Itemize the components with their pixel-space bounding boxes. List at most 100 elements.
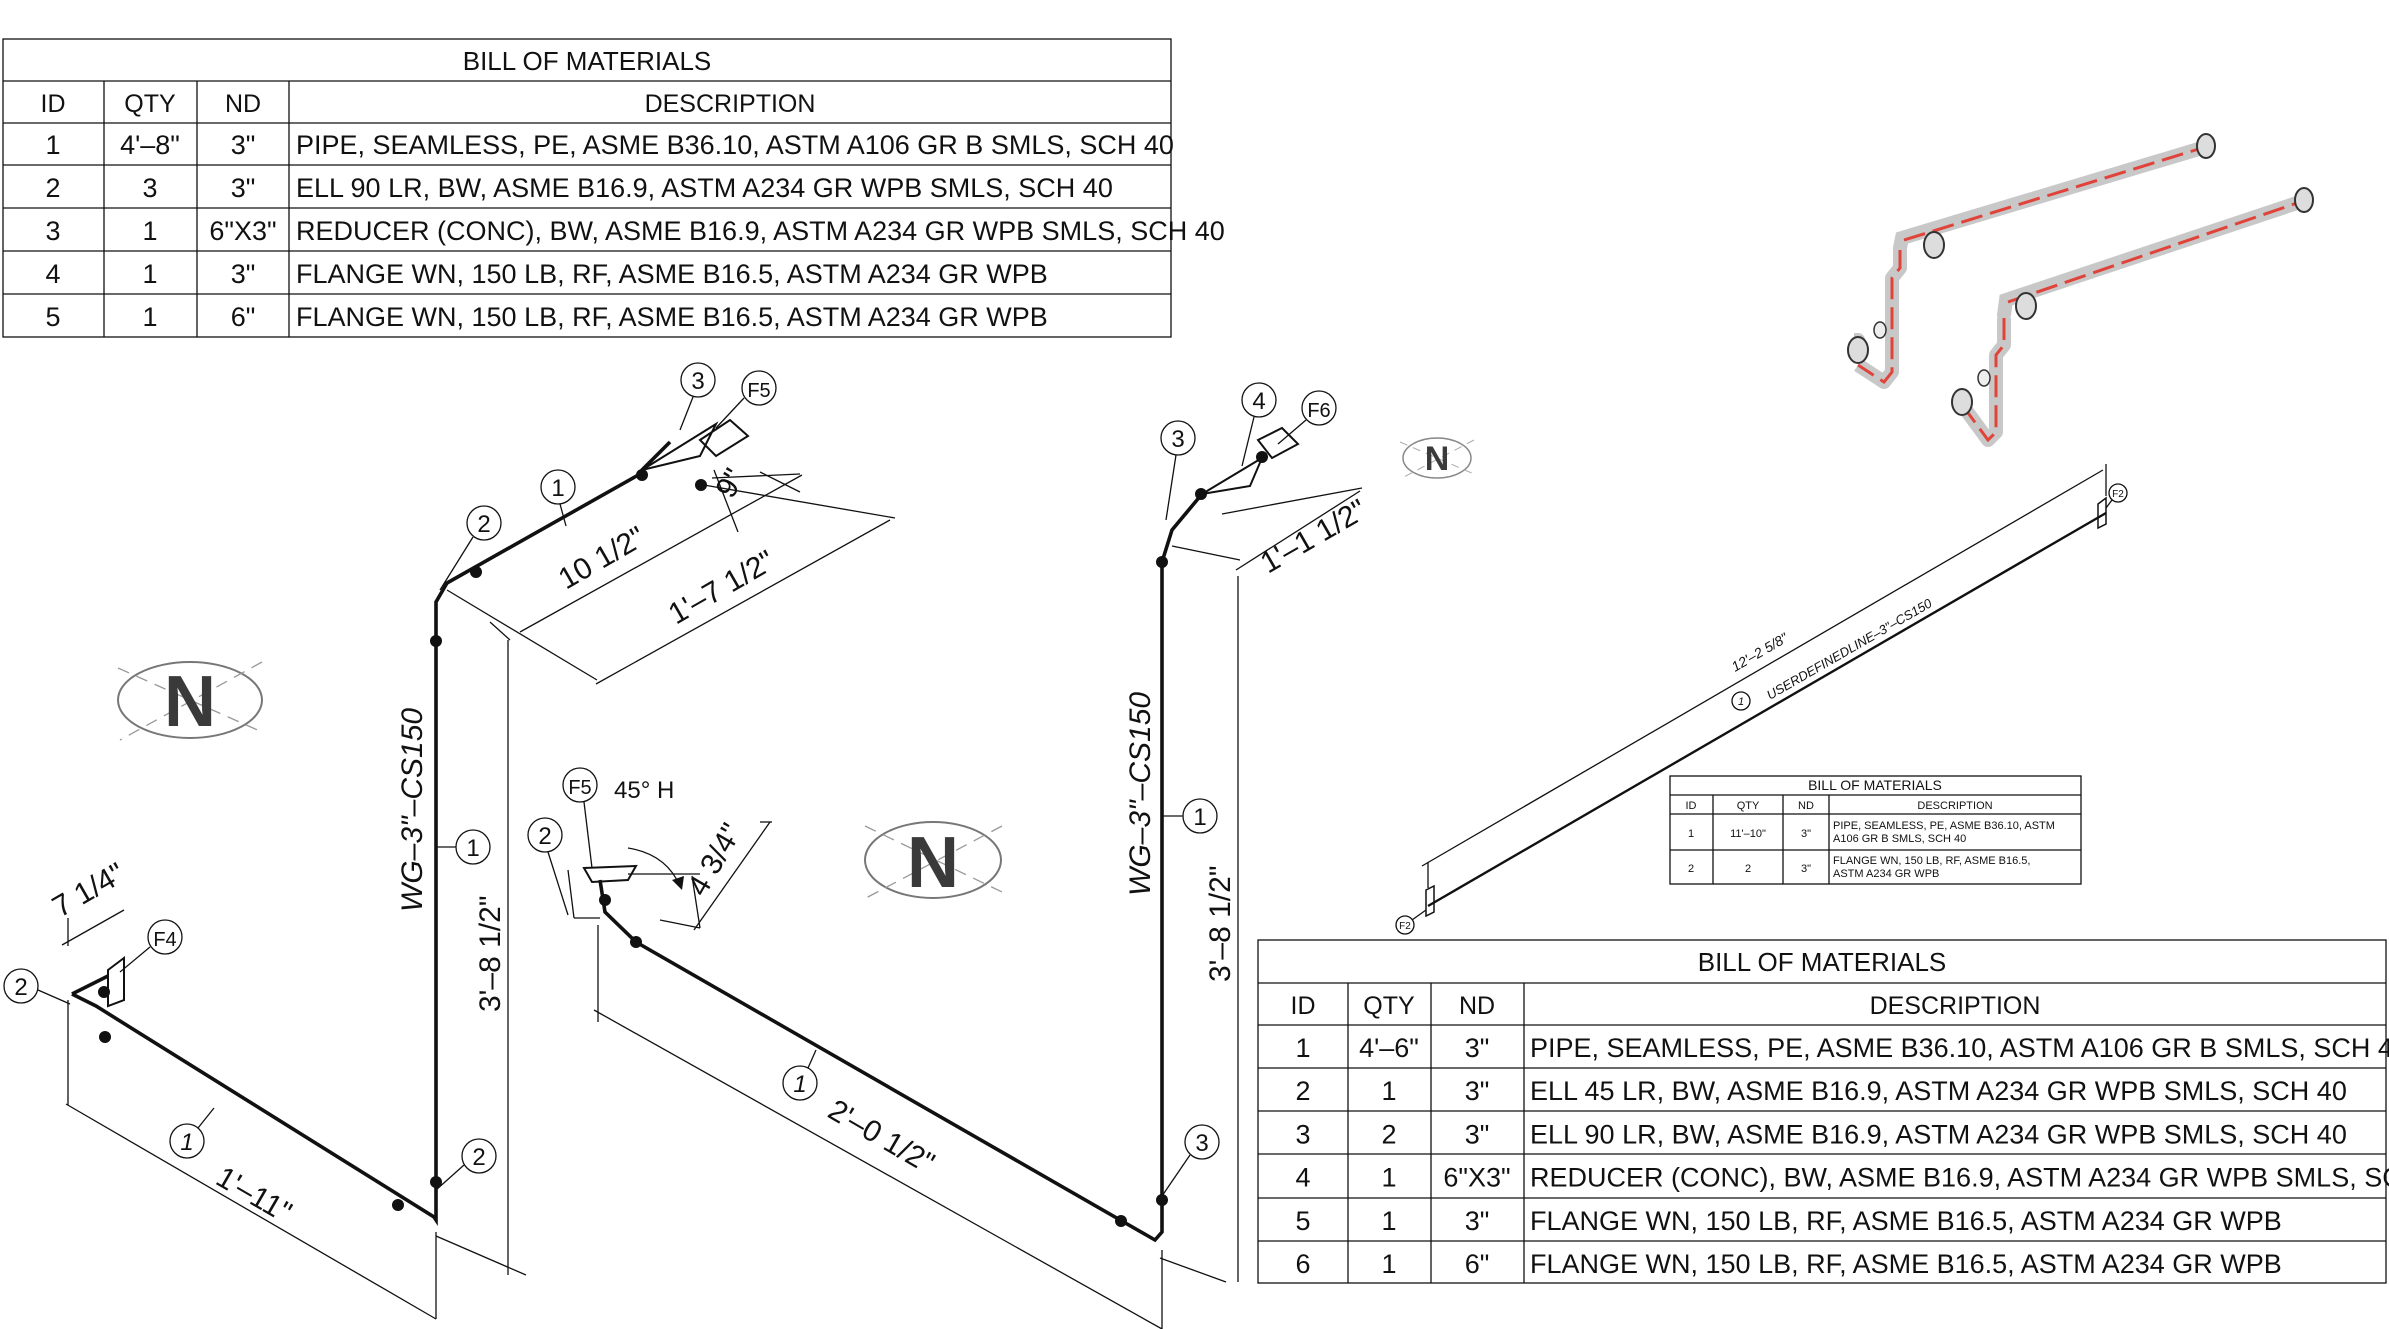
bom-cell-qty: 1: [1381, 1076, 1396, 1106]
bom-cell-id: 5: [1295, 1206, 1310, 1236]
dimension-label: 3'–8 1/2": [1204, 866, 1237, 982]
reducer-f6: [1201, 426, 1300, 495]
line-label: WG–3"–CS150: [1124, 692, 1157, 896]
line-label: USERDEFINEDLINE–3"–CS150: [1764, 595, 1935, 702]
isometric-1: WG–3"–CS150 7 1/4" 1'–11" 3'–8 1/2" 10 1…: [3, 362, 896, 1320]
bom-cell-nd: 6": [231, 302, 256, 332]
bom-right-title: BILL OF MATERIALS: [1698, 947, 1947, 977]
bom-cell-description: ASTM A234 GR WPB: [1833, 868, 1939, 880]
bom-small-header-nd: ND: [1798, 800, 1814, 812]
balloon-number: 2: [538, 823, 551, 850]
bom-left-title: BILL OF MATERIALS: [463, 46, 712, 76]
bom-cell-id: 4: [1295, 1163, 1310, 1193]
balloon-number: 1: [1193, 804, 1206, 831]
bom-right-header-nd: ND: [1459, 992, 1495, 1020]
bom-cell-description: REDUCER (CONC), BW, ASME B16.9, ASTM A23…: [1530, 1163, 2389, 1193]
dimension-label: 9": [709, 463, 751, 503]
bom-cell-nd: 3": [1465, 1033, 1490, 1063]
balloon-number: 1: [1738, 696, 1744, 708]
bom-cell-id: 4: [45, 259, 60, 289]
dimension-label: 10 1/2": [553, 520, 651, 596]
balloon-number: 2: [14, 974, 27, 1001]
balloon-number: 4: [1252, 388, 1265, 415]
balloon-tag: F2: [2112, 489, 2124, 500]
angle-arrow: [672, 876, 684, 890]
pipe-3d-preview: [1847, 133, 2314, 447]
north-arrow-3: N: [1399, 437, 1475, 479]
bom-cell-qty: 2: [1381, 1119, 1396, 1149]
bom-cell-id: 1: [1688, 828, 1694, 840]
balloon-tag: F5: [568, 777, 591, 799]
bom-small: BILL OF MATERIALS ID QTY ND DESCRIPTION …: [1669, 775, 2082, 885]
bom-cell-description: FLANGE WN, 150 LB, RF, ASME B16.5, ASTM …: [1530, 1206, 2282, 1236]
dimension-label: 12'–2 5/8": [1729, 629, 1792, 674]
balloon-number: 1: [180, 1129, 193, 1156]
balloon-number: 2: [472, 1144, 485, 1171]
bom-cell-nd: 3": [1801, 863, 1811, 875]
dimension-lines-2: [567, 487, 1363, 1329]
bom-cell-nd: 3": [1465, 1119, 1490, 1149]
bom-cell-nd: 3": [1465, 1076, 1490, 1106]
bom-cell-nd: 3": [231, 173, 256, 203]
bom-cell-id: 3: [45, 216, 60, 246]
balloon-callouts-2: F5 2 1 3 1 3 4 F6: [527, 382, 1337, 1197]
bom-cell-qty: 1: [142, 302, 157, 332]
bom-cell-description: FLANGE WN, 150 LB, RF, ASME B16.5, ASTM …: [296, 259, 1048, 289]
bom-small-header-qty: QTY: [1737, 800, 1760, 812]
bom-right-header-id: ID: [1291, 992, 1316, 1020]
balloon-callouts-1: 2 F4 1 2 1 2 1 3 F5: [3, 362, 777, 1191]
balloon-number: 3: [1195, 1130, 1208, 1157]
balloon-number: 1: [793, 1071, 806, 1098]
bom-cell-description: FLANGE WN, 150 LB, RF, ASME B16.5, ASTM …: [1530, 1249, 2282, 1279]
dimension-label: 4 3/4": [681, 818, 748, 902]
bom-small-header-description: DESCRIPTION: [1917, 800, 1992, 812]
dimension-label: 1'–1 1/2": [1255, 493, 1372, 580]
bom-cell-description: REDUCER (CONC), BW, ASME B16.9, ASTM A23…: [296, 216, 1225, 246]
bom-cell-description: ELL 90 LR, BW, ASME B16.9, ASTM A234 GR …: [1530, 1119, 2347, 1149]
bom-cell-id: 1: [1295, 1033, 1310, 1063]
dimension-lines-1: [61, 469, 896, 1320]
bom-cell-id: 6: [1295, 1249, 1310, 1279]
reducer-f5: [641, 418, 750, 471]
bom-cell-qty: 1: [142, 216, 157, 246]
north-label: N: [1425, 440, 1450, 478]
balloon-tag: F4: [153, 929, 176, 951]
bom-cell-nd: 6"X3": [1443, 1163, 1510, 1193]
balloon-tag: F5: [747, 380, 770, 402]
bom-right-header-description: DESCRIPTION: [1870, 992, 2041, 1020]
bom-cell-id: 2: [45, 173, 60, 203]
north-arrow-2: N: [864, 821, 1003, 903]
north-arrow-1: N: [117, 661, 263, 742]
bom-cell-nd: 3": [1801, 828, 1811, 840]
bom-cell-description: PIPE, SEAMLESS, PE, ASME B36.10, ASTM A1…: [1530, 1033, 2389, 1063]
bom-cell-qty: 1: [1381, 1163, 1396, 1193]
bom-cell-id: 5: [45, 302, 60, 332]
bom-cell-qty: 1: [1381, 1206, 1396, 1236]
bom-right: BILL OF MATERIALS ID QTY ND DESCRIPTION …: [1257, 939, 2389, 1284]
bom-right-header-qty: QTY: [1363, 992, 1415, 1020]
dimension-label: 3'–8 1/2": [474, 896, 507, 1012]
bom-left: BILL OF MATERIALS ID QTY ND DESCRIPTION …: [2, 38, 1225, 338]
bom-cell-description: FLANGE WN, 150 LB, RF, ASME B16.5, ASTM …: [296, 302, 1048, 332]
north-label: N: [164, 662, 216, 742]
balloon-number: 3: [691, 368, 704, 395]
bom-cell-nd: 6"X3": [209, 216, 276, 246]
bom-cell-nd: 3": [231, 259, 256, 289]
balloon-tag: F2: [1399, 921, 1411, 932]
bom-cell-qty: 1: [1381, 1249, 1396, 1279]
bom-cell-id: 2: [1688, 863, 1694, 875]
bom-cell-nd: 3": [231, 130, 256, 160]
bom-cell-nd: 6": [1465, 1249, 1490, 1279]
bom-small-header-id: ID: [1686, 800, 1697, 812]
bom-cell-qty: 4'–6": [1359, 1033, 1419, 1063]
bom-cell-qty: 2: [1745, 863, 1751, 875]
dimension-label: 1'–11": [211, 1160, 298, 1229]
bom-cell-description: FLANGE WN, 150 LB, RF, ASME B16.5,: [1833, 855, 2030, 867]
bom-cell-id: 2: [1295, 1076, 1310, 1106]
north-label: N: [907, 823, 959, 903]
bom-cell-description: PIPE, SEAMLESS, PE, ASME B36.10, ASTM: [1833, 820, 2055, 832]
bom-cell-description: A106 GR B SMLS, SCH 40: [1833, 833, 1966, 845]
line-label: WG–3"–CS150: [396, 708, 429, 912]
dimension-label: 1'–7 1/2": [663, 544, 780, 631]
